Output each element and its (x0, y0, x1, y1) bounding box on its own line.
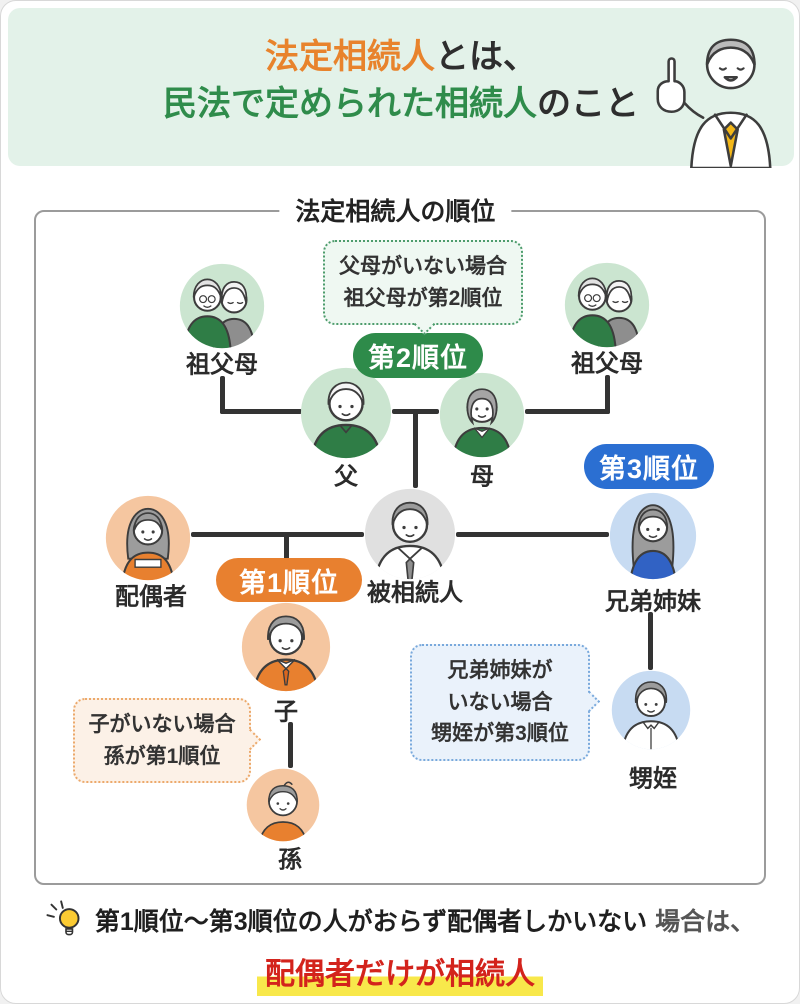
rank2-tooltip-line1: 父母がいない場合 (339, 255, 507, 278)
rank1-tooltip: 子がいない場合 孫が第1順位 (73, 698, 262, 783)
rank3-tooltip-line3: 甥姪が第3順位 (431, 722, 569, 745)
connector-parents-deceased (413, 411, 418, 488)
title-accent-2: 民法で定められた相続人 (163, 84, 537, 123)
deceased-avatar-icon (364, 488, 456, 580)
rank1-tooltip-line2: 孫が第1順位 (103, 744, 221, 768)
connector-child-grandchild (288, 722, 293, 768)
grandchild-label: 孫 (278, 846, 302, 874)
page-title-line1: 法定相続人とは、 (8, 34, 794, 81)
note-line1: 第1順位〜第3順位の人がおらず配偶者しかいない場合は、 (1, 899, 799, 941)
rank1-badge: 第1順位 (216, 558, 362, 602)
page-title: 法定相続人とは、 民法で定められた相続人のこと (8, 34, 794, 128)
grandparents-left-label: 祖父母 (186, 351, 258, 379)
connector-grandparents-left-h (220, 409, 302, 414)
rank2-tooltip-line2: 祖父母が第2順位 (343, 286, 503, 310)
nephew-label: 甥姪 (629, 765, 677, 793)
ranking-diagram: 法定相続人の順位 (34, 192, 766, 885)
page-title-line2: 民法で定められた相続人のこと (8, 81, 794, 128)
tooltip-pointer (578, 690, 601, 713)
father-avatar-icon (300, 367, 392, 459)
connector-grandparents-right-h (525, 409, 610, 414)
mother-avatar-icon (439, 372, 525, 458)
header: 法定相続人とは、 民法で定められた相続人のこと (8, 8, 794, 168)
grandparents-left-avatar-icon (179, 263, 265, 349)
title-rest-2: のこと (537, 84, 639, 123)
rank3-tooltip-line2: いない場合 (447, 690, 553, 714)
grandchild-avatar-icon (246, 768, 320, 842)
connector-siblings-nephew (648, 612, 653, 670)
rank1-tooltip-line1: 子がいない場合 (88, 713, 236, 736)
mother-label: 母 (470, 463, 494, 491)
child-avatar-icon (241, 602, 331, 692)
rank2-tooltip: 父母がいない場合 祖父母が第2順位 (323, 240, 523, 336)
rank3-tooltip-line1: 兄弟姉妹が (447, 659, 553, 682)
connector-grandparents-left-v (220, 376, 225, 414)
tooltip-pointer (239, 728, 262, 751)
deceased-label: 被相続人 (367, 579, 463, 607)
spouse-label: 配偶者 (115, 583, 187, 611)
connector-deceased-siblings (456, 532, 609, 537)
lightbulb-icon (46, 900, 80, 936)
note: 第1順位〜第3順位の人がおらず配偶者しかいない場合は、 配偶者だけが相続人 (1, 899, 799, 996)
rank3-badge: 第3順位 (584, 444, 714, 489)
rank3-tooltip: 兄弟姉妹が いない場合 甥姪が第3順位 (410, 644, 601, 761)
siblings-avatar-icon (609, 492, 697, 580)
note-highlighted-text: 配偶者だけが相続人 (257, 949, 543, 996)
connector-spouse-deceased (191, 532, 364, 537)
pointing-man-icon (656, 38, 772, 168)
connector-grandparents-right-v (605, 375, 610, 414)
grandparents-right-label: 祖父母 (571, 350, 643, 378)
tooltip-pointer (413, 313, 436, 336)
spouse-avatar-icon (105, 495, 191, 581)
nephew-avatar-icon (611, 670, 691, 750)
note-text-tail: 場合は、 (655, 908, 756, 936)
title-accent-1: 法定相続人 (265, 38, 435, 76)
father-label: 父 (334, 463, 358, 491)
note-text-strong: 第1順位〜第3順位の人がおらず配偶者しかいない (94, 908, 648, 936)
diagram-title: 法定相続人の順位 (279, 192, 512, 229)
title-rest-1: とは、 (435, 38, 537, 76)
grandparents-right-avatar-icon (564, 262, 650, 348)
siblings-label: 兄弟姉妹 (605, 588, 701, 616)
rank2-badge: 第2順位 (353, 333, 483, 378)
child-label: 子 (274, 698, 298, 726)
